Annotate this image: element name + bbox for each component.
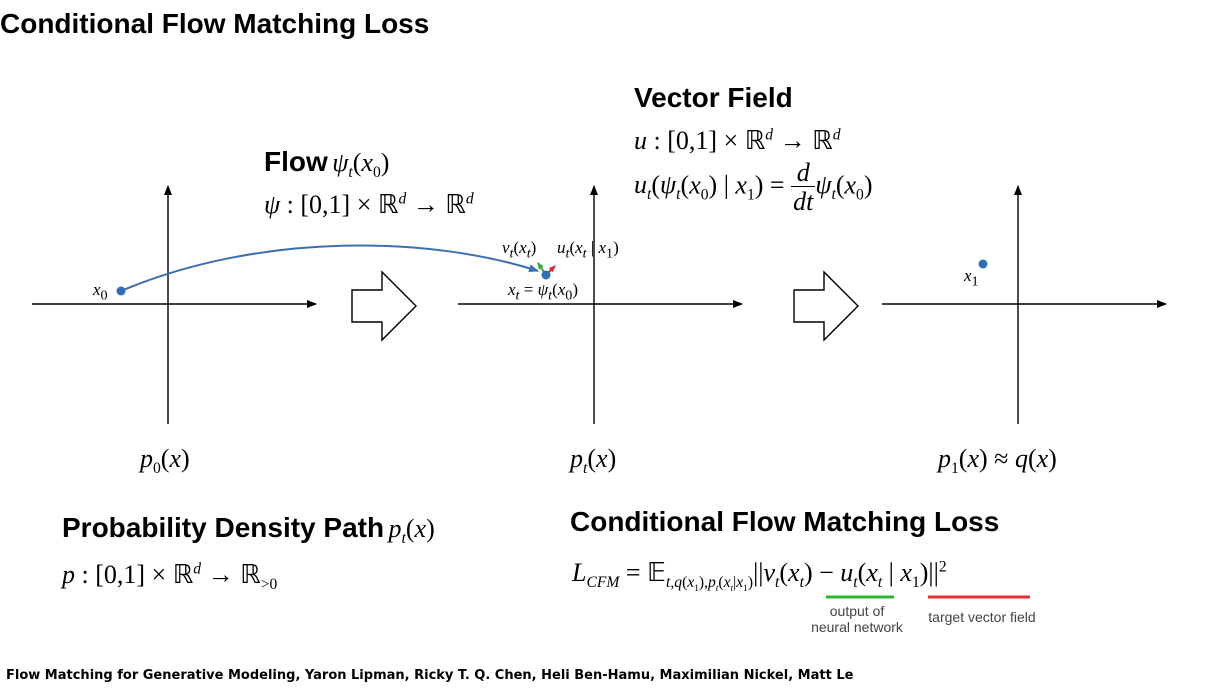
label-pt: pt(x) [570, 444, 617, 478]
transition-arrow-1 [351, 270, 417, 342]
label-p1: p1(x) ≈ q(x) [938, 444, 1057, 478]
density-symbol: pt(x) [388, 514, 435, 548]
caption-left-line1: output of [829, 603, 885, 619]
caption-left-line2: neural network [811, 619, 903, 635]
density-heading: Probability Density Path [62, 512, 385, 543]
point-xt [541, 270, 551, 280]
label-x1: x1 [964, 266, 979, 290]
density-heading-row: Probability Density Path pt(x) [62, 512, 435, 548]
page-title: Conditional Flow Matching Loss [0, 8, 430, 39]
flow-definition: ψ : [0,1] × ℝd → ℝd [264, 190, 474, 219]
caption-target-vector-field: target vector field [928, 609, 1036, 625]
flow-symbol: ψt(x0) [332, 148, 390, 182]
cfm-heading: Conditional Flow Matching Loss [570, 506, 1000, 537]
transition-arrow-2 [793, 270, 859, 342]
vector-field-heading: Vector Field [634, 82, 793, 113]
footer-citation: Flow Matching for Generative Modeling, Y… [6, 668, 854, 683]
plot-2-axes [458, 185, 743, 424]
flow-heading-row: Flow ψt(x0) [264, 146, 389, 182]
label-xt: xt = ψt(x0) [508, 280, 579, 304]
label-ut: ut(xt | x1) [557, 238, 619, 262]
plot-3-axes [882, 185, 1167, 424]
label-vt: vt(xt) [502, 238, 537, 262]
density-definition: p : [0,1] × ℝd → ℝ>0 [62, 560, 278, 594]
plot-1-axes [32, 185, 317, 424]
label-x0: x0 [93, 280, 108, 304]
label-p0: p0(x) [140, 444, 190, 478]
flow-heading: Flow [264, 146, 328, 177]
cfm-equation: LCFM = 𝔼t,q(x1),pt(xt|x1)||vt(xt) − ut(x… [572, 558, 947, 595]
point-x1 [978, 259, 988, 269]
point-x0 [116, 286, 126, 296]
vector-field-definition: u : [0,1] × ℝd → ℝd [634, 126, 841, 155]
flow-trajectory-arrow [120, 244, 539, 292]
caption-neural-network: output of neural network [800, 603, 914, 635]
